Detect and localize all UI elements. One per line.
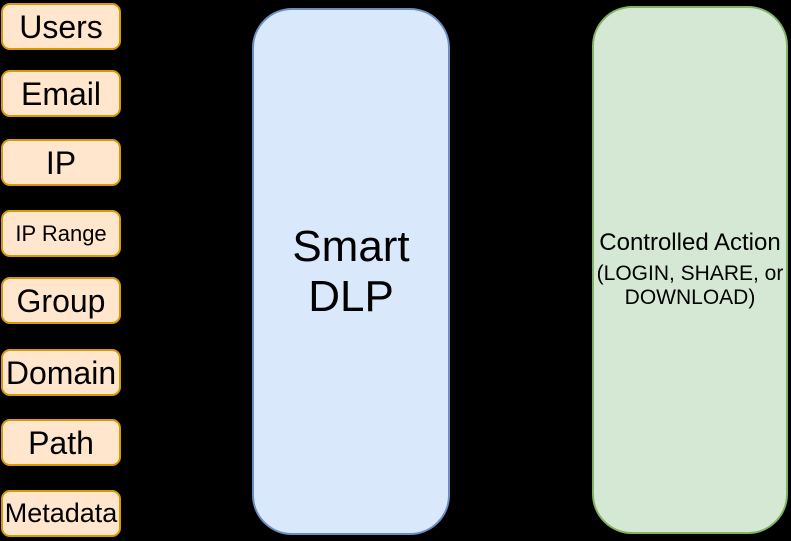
controlled-action-box: Controlled Action (LOGIN, SHARE, or DOWN… xyxy=(592,6,788,534)
source-label-email: Email xyxy=(20,75,101,112)
source-box-metadata: Metadata xyxy=(1,490,121,537)
source-label-metadata: Metadata xyxy=(4,498,118,528)
controlled-action-subtitle: (LOGIN, SHARE, or DOWNLOAD) xyxy=(596,262,784,310)
source-box-domain: Domain xyxy=(1,349,121,396)
smart-dlp-label: Smart DLP xyxy=(292,222,410,321)
source-label-group: Group xyxy=(16,282,106,319)
source-box-group: Group xyxy=(1,277,121,324)
smart-dlp-box: Smart DLP xyxy=(252,8,450,535)
source-box-ip: IP xyxy=(1,139,121,186)
source-label-ip: IP xyxy=(45,144,77,181)
source-box-email: Email xyxy=(1,70,121,117)
source-label-path: Path xyxy=(28,424,94,461)
source-box-ip-range: IP Range xyxy=(1,210,121,257)
source-label-domain: Domain xyxy=(5,354,117,391)
source-box-path: Path xyxy=(1,419,121,466)
source-label-users: Users xyxy=(19,8,103,45)
controlled-action-title: Controlled Action xyxy=(599,229,781,257)
source-box-users: Users xyxy=(1,3,121,50)
source-label-ip-range: IP Range xyxy=(15,220,107,246)
